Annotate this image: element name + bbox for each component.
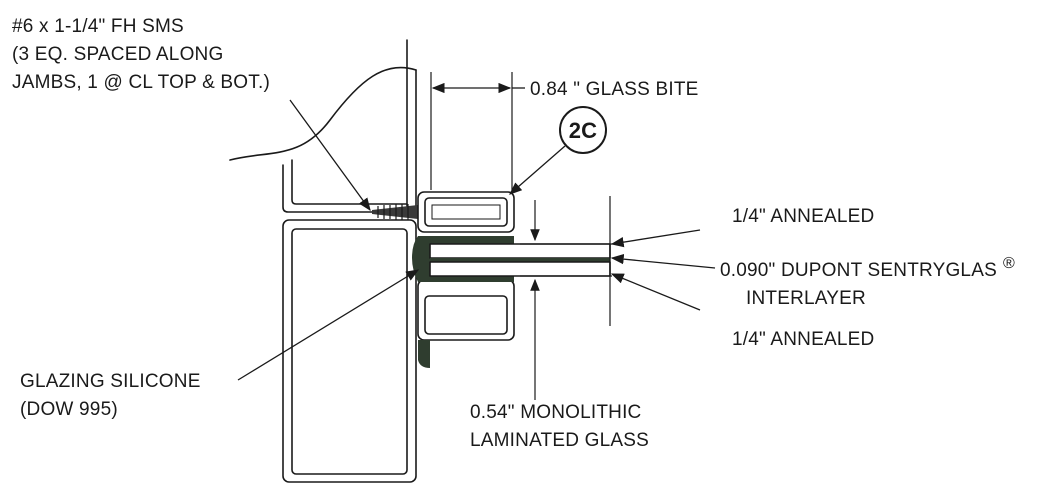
- screw: [372, 204, 418, 220]
- leader-lines: [237, 99, 716, 381]
- glass-label-line1: 0.54" MONOLITHIC: [470, 402, 641, 423]
- upper-jamb-tube: [229, 39, 417, 213]
- annotations: #6 x 1-1/4" FH SMS (3 EQ. SPACED ALONG J…: [12, 16, 1015, 451]
- detail-tag-2c: 2C: [509, 106, 607, 195]
- interlayer-label-line2: INTERLAYER: [746, 288, 866, 309]
- break-line-upper: [229, 66, 417, 161]
- detail-tag-label: 2C: [569, 118, 598, 143]
- annealed-top-label: 1/4" ANNEALED: [732, 206, 874, 227]
- interlayer-label-line1: 0.090" DUPONT SENTRYGLAS®: [720, 255, 1015, 281]
- silicone-label-line1: GLAZING SILICONE: [20, 371, 201, 392]
- annealed-bottom-label: 1/4" ANNEALED: [732, 329, 874, 350]
- glass-bite-label: 0.84 " GLASS BITE: [530, 79, 699, 100]
- top-glazing-channel: [417, 191, 515, 233]
- bottom-glazing-channel: [417, 279, 515, 368]
- silicone-label-line2: (DOW 995): [20, 399, 118, 420]
- screw-label-line1: #6 x 1-1/4" FH SMS: [12, 16, 184, 37]
- glass-label-line2: LAMINATED GLASS: [470, 430, 649, 451]
- glass-bite-dimension: [430, 72, 525, 190]
- lower-jamb-tube: [282, 219, 417, 483]
- glass-thickness-dimension: [520, 196, 612, 400]
- screw-label-line3: JAMBS, 1 @ CL TOP & BOT.): [12, 72, 270, 93]
- screw-label-line2: (3 EQ. SPACED ALONG: [12, 44, 223, 65]
- laminated-glass: [429, 243, 611, 277]
